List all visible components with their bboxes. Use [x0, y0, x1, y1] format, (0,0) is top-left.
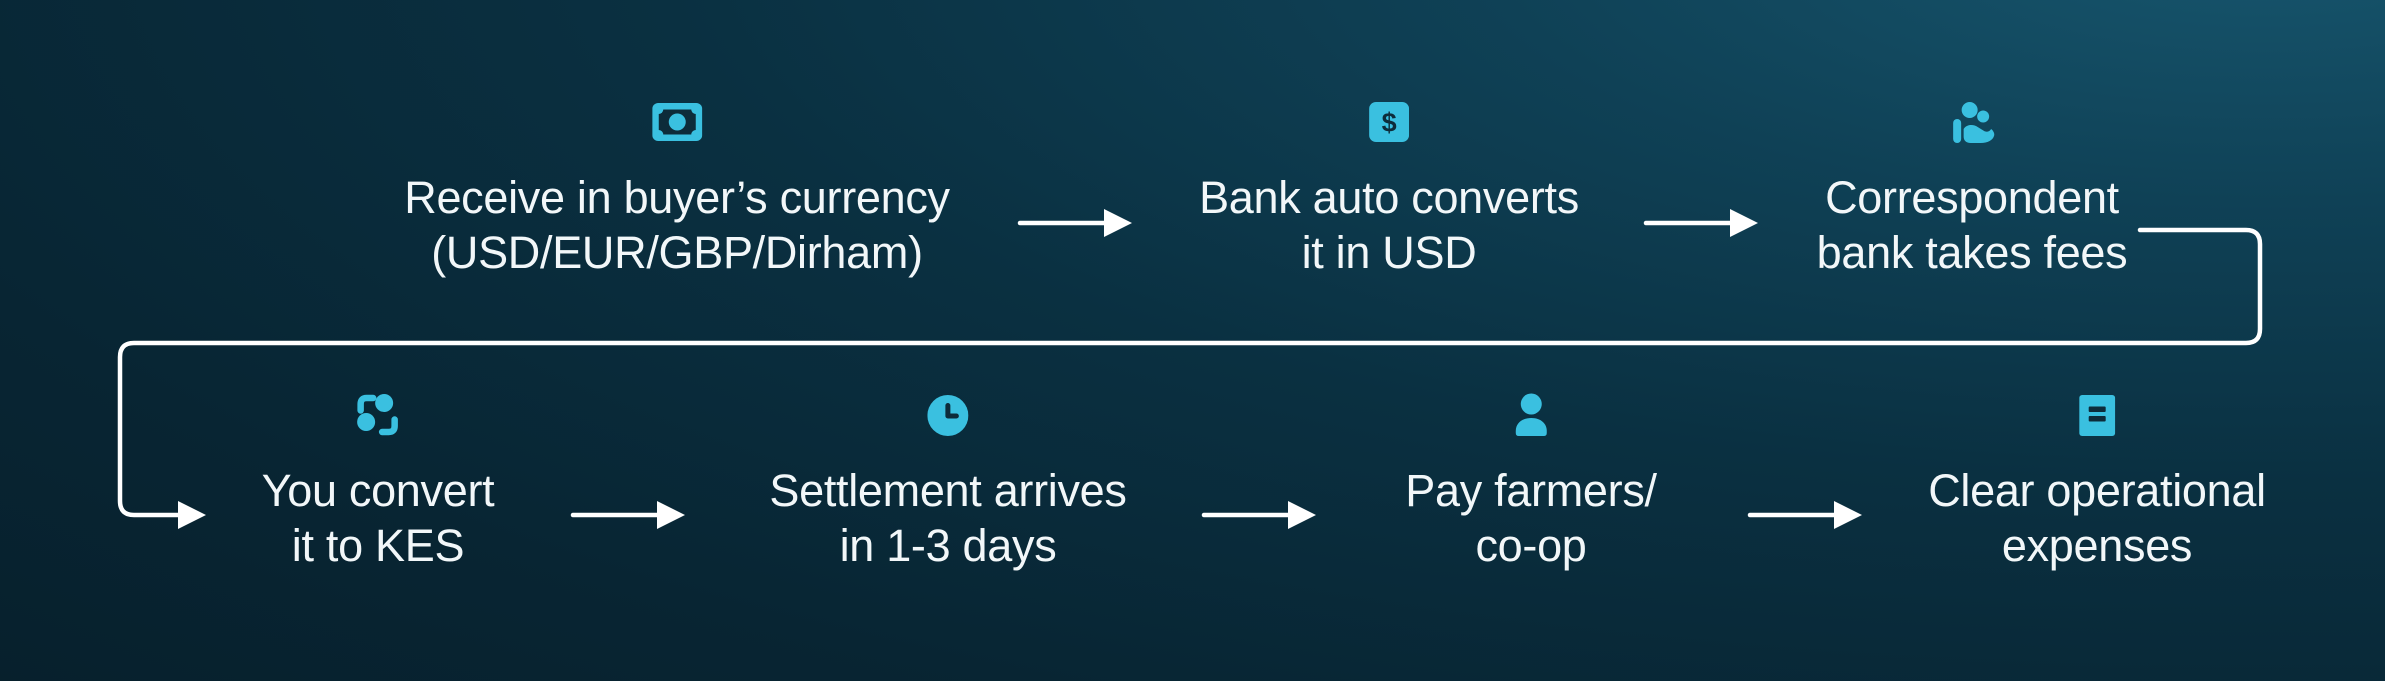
svg-text:$: $	[1381, 108, 1396, 138]
step-you-convert: You convert it to KES	[262, 393, 495, 573]
wrap-connector-arrow	[117, 227, 2263, 529]
step-label-line1: Pay farmers/	[1405, 465, 1657, 516]
arrow-step2-step3	[1643, 209, 1758, 237]
step-label-line2: in 1-3 days	[839, 520, 1057, 571]
user-switch-icon	[356, 393, 400, 437]
step-label-line2: it to KES	[291, 520, 465, 571]
arrow-step6-step7	[1747, 501, 1862, 529]
step-clear-expenses: Clear operational expenses	[1928, 393, 2266, 573]
step-label: Receive in buyer’s currency (USD/EUR/GBP…	[404, 170, 950, 280]
step-label: You convert it to KES	[262, 463, 495, 573]
hand-people-icon	[1948, 100, 1996, 144]
arrow-step1-step2	[1017, 209, 1132, 237]
step-label-line1: Correspondent	[1825, 172, 2119, 223]
step-label: Correspondent bank takes fees	[1817, 170, 2128, 280]
step-label-line2: expenses	[2001, 520, 2193, 571]
step-label-line1: Bank auto converts	[1199, 172, 1579, 223]
step-correspondent-bank: Correspondent bank takes fees	[1817, 100, 2128, 280]
person-icon	[1511, 393, 1551, 437]
step-receive-currency: Receive in buyer’s currency (USD/EUR/GBP…	[404, 100, 950, 280]
step-label-line1: Settlement arrives	[769, 465, 1127, 516]
step-label-line2: (USD/EUR/GBP/Dirham)	[431, 227, 923, 278]
step-label-line1: You convert	[261, 465, 495, 516]
step-label-line2: it in USD	[1301, 227, 1477, 278]
step-label-line1: Receive in buyer’s currency	[404, 172, 950, 223]
step-label: Clear operational expenses	[1928, 463, 2266, 573]
step-label-line2: co-op	[1475, 520, 1587, 571]
clock-icon	[927, 393, 969, 437]
dollar-icon: $	[1368, 100, 1409, 144]
step-label-line1: Clear operational	[1928, 465, 2266, 516]
arrow-step4-step5	[570, 501, 685, 529]
step-pay-farmers: Pay farmers/ co-op	[1405, 393, 1657, 573]
arrow-step5-step6	[1201, 501, 1316, 529]
receipt-icon	[2078, 393, 2115, 437]
banknote-icon	[651, 100, 702, 144]
step-label: Settlement arrives in 1-3 days	[769, 463, 1127, 573]
step-settlement-arrives: Settlement arrives in 1-3 days	[769, 393, 1127, 573]
step-label: Pay farmers/ co-op	[1405, 463, 1657, 573]
step-bank-converts: $ Bank auto converts it in USD	[1199, 100, 1579, 280]
step-label-line2: bank takes fees	[1816, 227, 2128, 278]
step-label: Bank auto converts it in USD	[1199, 170, 1579, 280]
